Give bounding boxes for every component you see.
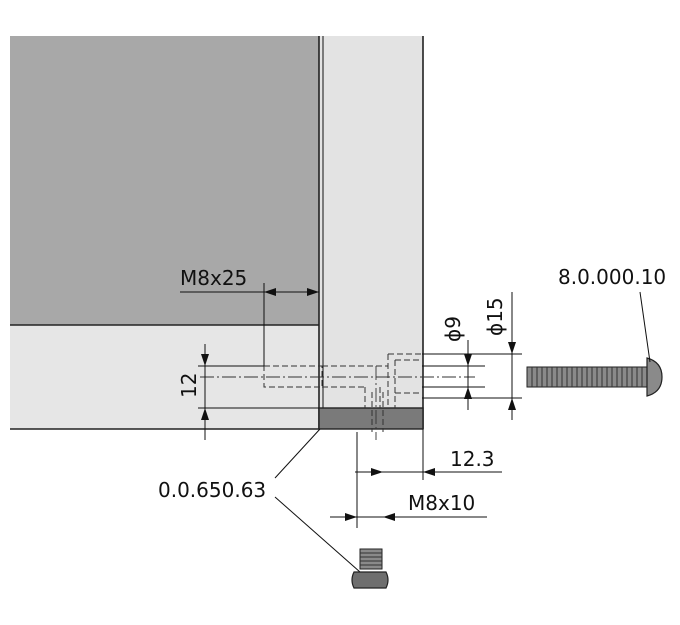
panel-dark bbox=[10, 36, 319, 325]
dim-m8x25 bbox=[180, 283, 319, 366]
bottom-plate bbox=[318, 407, 424, 430]
dim-dia-9 bbox=[422, 340, 485, 410]
hidden-connector-lines bbox=[263, 353, 422, 432]
small-screw-icon bbox=[351, 548, 389, 589]
label-plate-part-number: 0.0.650.63 bbox=[158, 478, 266, 502]
label-m8x25: M8x25 bbox=[180, 266, 247, 290]
dim-12 bbox=[198, 344, 319, 440]
dim-m8x10 bbox=[330, 432, 487, 528]
dim-12-3 bbox=[355, 429, 502, 480]
leader-plate bbox=[274, 428, 321, 479]
label-m8x10: M8x10 bbox=[408, 491, 475, 515]
label-dia-9: ϕ9 bbox=[441, 316, 465, 342]
label-12: 12 bbox=[177, 373, 201, 398]
profile bbox=[319, 36, 423, 408]
leader-screw bbox=[274, 496, 361, 573]
leader-bolt bbox=[639, 291, 651, 363]
dim-dia-15 bbox=[422, 292, 522, 420]
bolt-icon bbox=[526, 357, 663, 397]
label-12-3: 12.3 bbox=[450, 447, 495, 471]
label-bolt-part-number: 8.0.000.10 bbox=[558, 265, 666, 289]
label-dia-15: ϕ15 bbox=[483, 297, 507, 336]
